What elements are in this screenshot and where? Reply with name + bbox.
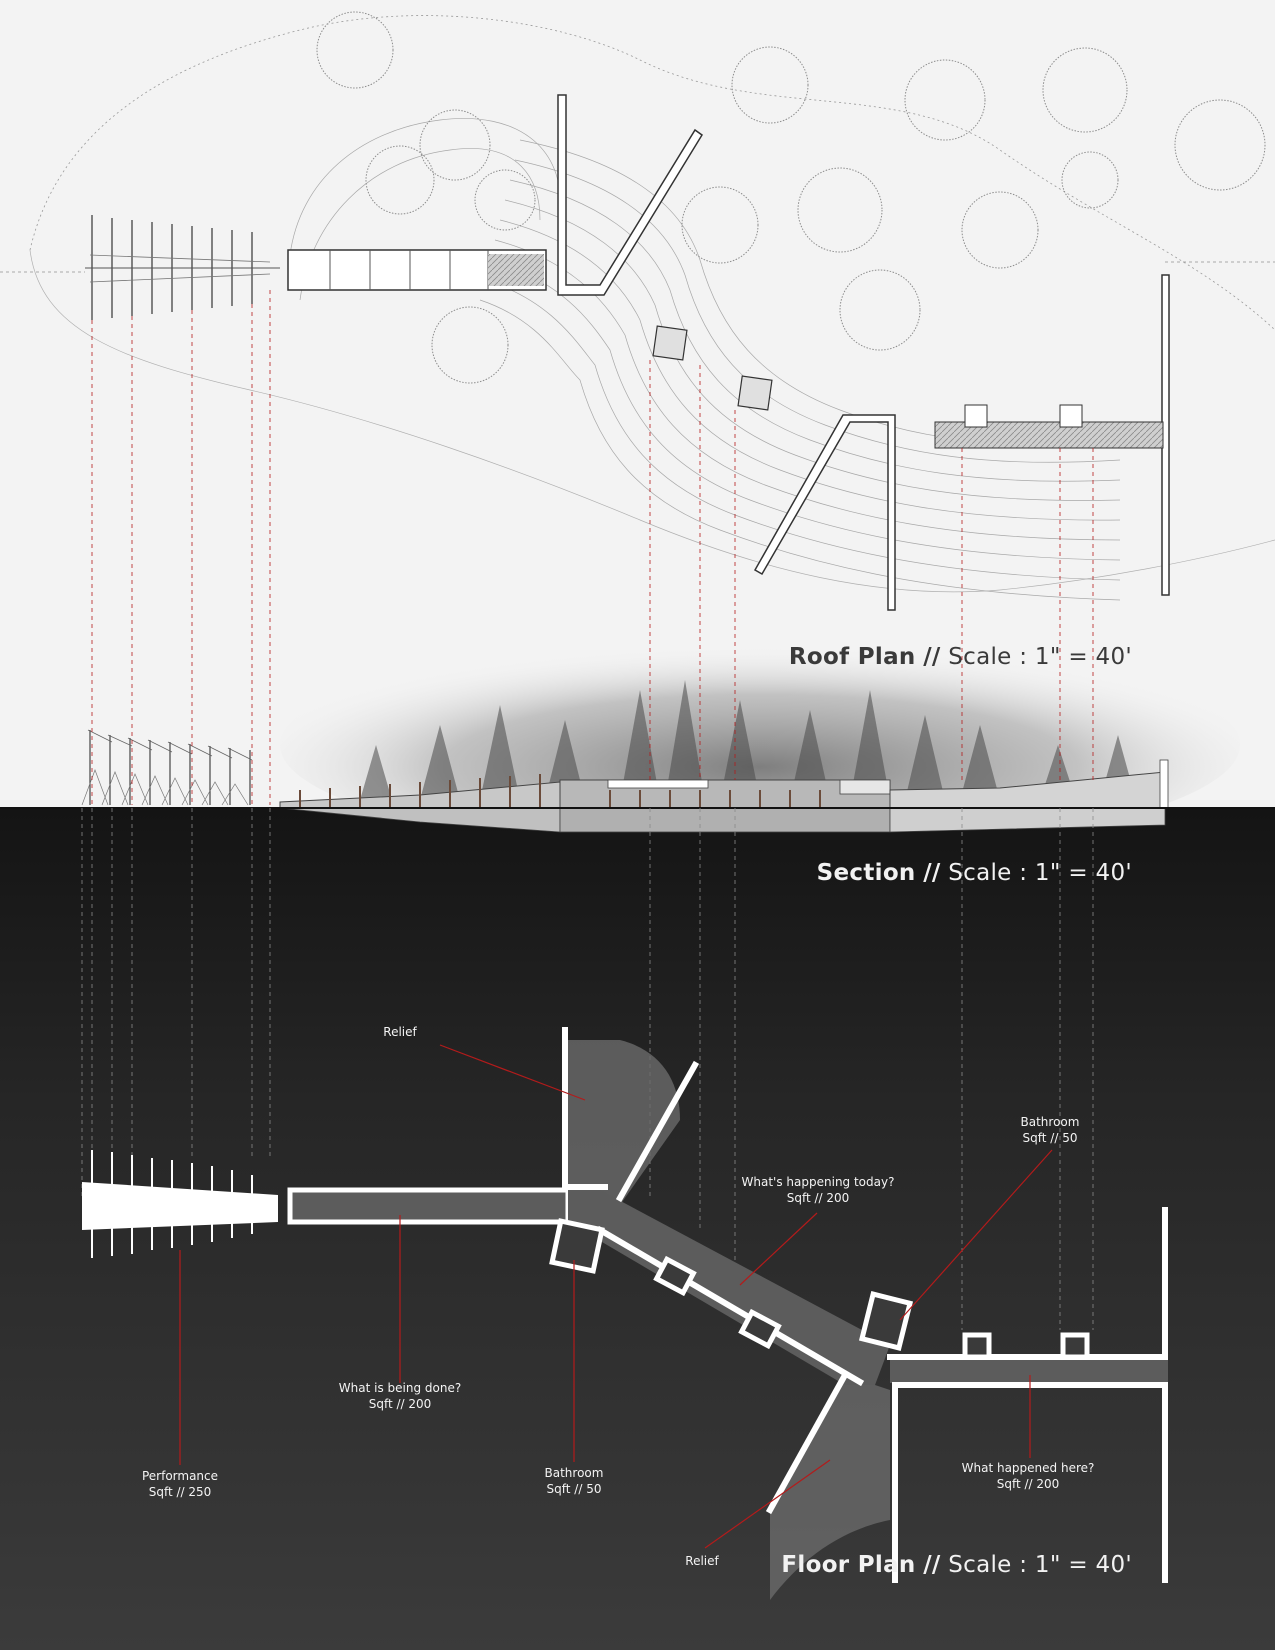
section-masts (81, 729, 253, 806)
contour-lines (289, 118, 1121, 601)
bathroom-pods (549, 1218, 1090, 1360)
approach-path (0, 261, 1275, 273)
floor-walls (562, 1027, 1168, 1583)
site-boundary (29, 15, 1275, 331)
corridor-east (890, 1357, 1168, 1383)
tree-canopies (316, 11, 1266, 384)
label-relief-top: Relief (383, 1025, 417, 1039)
section-name: Section (816, 860, 916, 886)
section-separator: // (923, 860, 941, 886)
label-bathroom-right: Bathroom Sqft // 50 (1020, 1115, 1080, 1145)
label-what-happened-here: What happened here? Sqft // 200 (961, 1461, 1095, 1491)
right-wing-roof (934, 404, 1164, 449)
corridor-west (287, 1187, 571, 1225)
section-building-overlay (0, 807, 1275, 833)
corridor-roof (287, 249, 547, 291)
corridor-diagonal (568, 1190, 890, 1385)
floor-plan (82, 1027, 1168, 1600)
label-performance: Performance Sqft // 250 (141, 1469, 219, 1499)
roof-plan (0, 11, 1275, 611)
roof-walls (557, 94, 1170, 611)
floor-plan-separator: // (923, 1552, 941, 1578)
label-what-is-being-done: What is being done? Sqft // 200 (338, 1381, 462, 1411)
performance-masts (91, 1150, 253, 1258)
floor-plan-name: Floor Plan (781, 1552, 916, 1578)
section-scale: Scale : 1" = 40' (948, 860, 1132, 886)
section-title: Section // Scale : 1" = 40' (817, 860, 1132, 886)
label-whats-happening-today: What's happening today? Sqft // 200 (741, 1175, 895, 1205)
label-relief-bottom: Relief (685, 1554, 719, 1568)
alignment-lines (81, 290, 1094, 1330)
skylights (652, 325, 773, 411)
label-bathroom-center: Bathroom Sqft // 50 (544, 1466, 604, 1496)
site-boundary-lower (29, 249, 1275, 593)
roof-plan-name: Roof Plan (788, 644, 916, 670)
floor-plan-title: Floor Plan // Scale : 1" = 40' (781, 1552, 1132, 1578)
performance-roof-masts (85, 215, 280, 320)
roof-plan-separator: // (923, 644, 941, 670)
floor-plan-scale: Scale : 1" = 40' (948, 1552, 1132, 1578)
relief-area-top (567, 1040, 680, 1205)
roof-plan-scale: Scale : 1" = 40' (948, 644, 1132, 670)
relief-area-bottom (770, 1375, 890, 1600)
leader-lines (179, 1044, 1053, 1549)
roof-plan-title: Roof Plan // Scale : 1" = 40' (789, 644, 1132, 670)
